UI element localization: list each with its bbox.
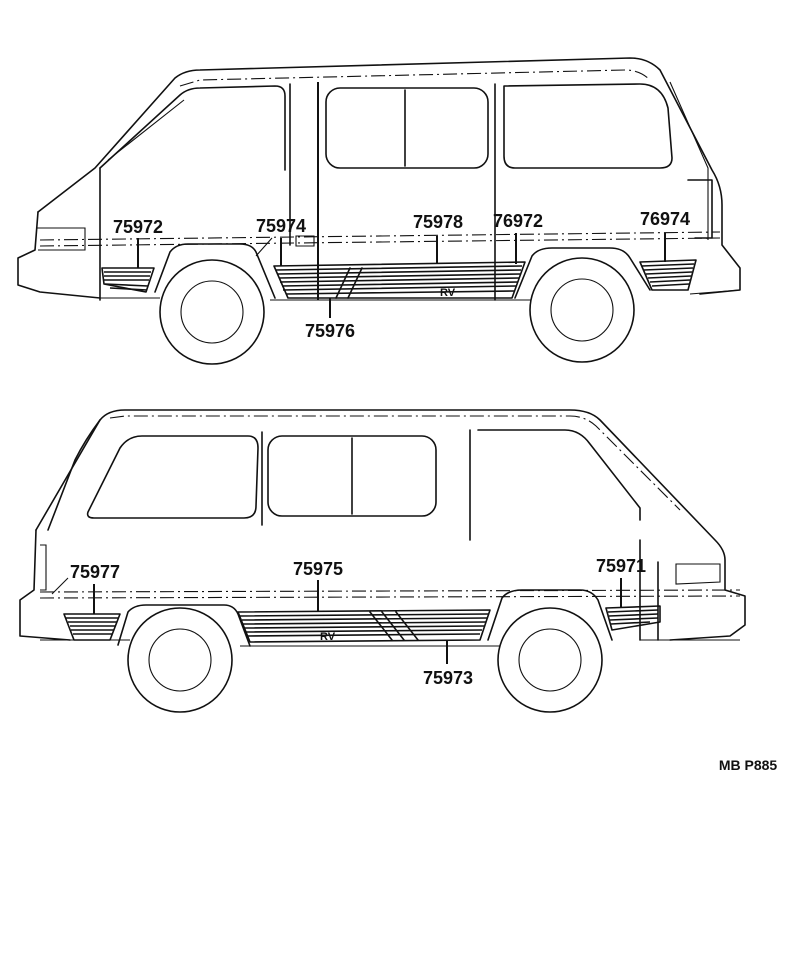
wheel-front-top: [154, 243, 276, 365]
rv-emblem-top: RV: [440, 287, 456, 299]
stripe-75971: [605, 605, 661, 631]
wheel-front-bottom: [487, 589, 613, 713]
part-label-75972: 75972: [113, 217, 163, 237]
part-label-76974: 76974: [640, 209, 690, 229]
rv-emblem-bottom: RV: [320, 631, 336, 643]
stripe-75972: [101, 267, 155, 293]
leaders-bottom: [51, 577, 622, 664]
part-label-75976: 75976: [305, 321, 355, 341]
part-label-76972: 76972: [493, 211, 543, 231]
stripe-75974-75976-75978: RV: [273, 261, 526, 299]
drawing-code: MB P885: [719, 757, 778, 773]
leaders-top: [137, 233, 666, 318]
stripe-75977: [63, 613, 121, 641]
stripe-76974: [639, 259, 697, 291]
part-label-75978: 75978: [413, 212, 463, 232]
stripe-75975-75973: RV: [237, 609, 491, 643]
part-label-75971: 75971: [596, 556, 646, 576]
part-label-75974: 75974: [256, 216, 306, 236]
part-label-75977: 75977: [70, 562, 120, 582]
part-label-75975: 75975: [293, 559, 343, 579]
van-bottom-view: [19, 409, 746, 647]
part-label-75973: 75973: [423, 668, 473, 688]
van-top-view: [17, 57, 741, 301]
wheel-rear-top: [514, 247, 651, 363]
wheel-rear-bottom: [117, 604, 251, 713]
